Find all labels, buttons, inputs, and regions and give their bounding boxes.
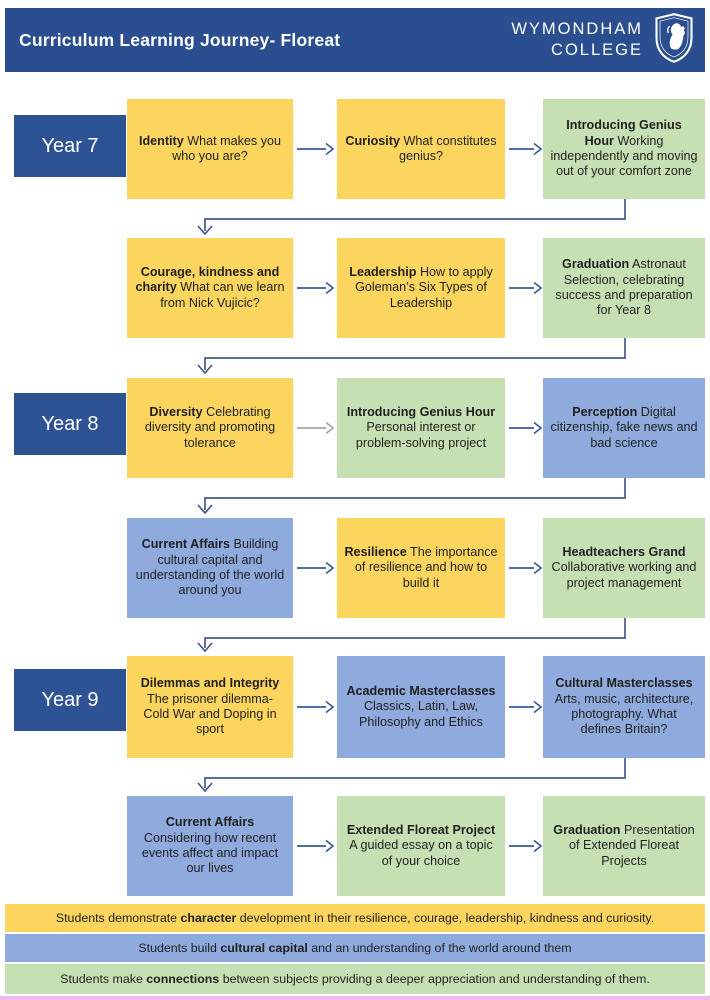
topic-title: Headteachers Grand	[562, 544, 686, 559]
connector-elbow	[197, 199, 626, 236]
topic-title: Current Affairs	[165, 815, 255, 830]
header-bar: Curriculum Learning Journey- Floreat WYM…	[5, 8, 705, 72]
topic-box-extended-floreat: Extended Floreat Project A guided essay …	[337, 796, 505, 896]
arrow-right-icon	[297, 700, 335, 714]
topic-body: Collaborative working and project manage…	[551, 560, 697, 590]
arrow-right-icon	[297, 839, 335, 853]
page-title: Curriculum Learning Journey- Floreat	[19, 29, 341, 50]
topic-title: Perception	[572, 404, 638, 419]
topic-box-curiosity: Curiosity What constitutes genius?	[337, 99, 505, 199]
connector-elbow	[197, 618, 626, 653]
college-crest-icon	[653, 12, 695, 69]
topic-title: Graduation	[553, 822, 621, 837]
school-name: WYMONDHAM COLLEGE	[511, 19, 643, 60]
topic-body: Digital citizenship, fake news and bad s…	[550, 404, 698, 450]
topic-body: Classics, Latin, Law, Philosophy and Eth…	[359, 699, 483, 729]
topic-box-genius-hour-y7: Introducing Genius Hour Working independ…	[543, 99, 705, 199]
topic-box-academic-masterclasses: Academic Masterclasses Classics, Latin, …	[337, 656, 505, 758]
arrow-right-icon	[509, 700, 543, 714]
topic-box-resilience: Resilience The importance of resilience …	[337, 518, 505, 618]
bottom-divider	[0, 996, 710, 1000]
topic-box-diversity: Diversity Celebrating diversity and prom…	[127, 378, 293, 478]
header-branding: WYMONDHAM COLLEGE	[511, 8, 695, 72]
topic-box-perception: Perception Digital citizenship, fake new…	[543, 378, 705, 478]
topic-box-genius-hour-y8: Introducing Genius Hour Personal interes…	[337, 378, 505, 478]
topic-box-identity: Identity What makes you who you are?	[127, 99, 293, 199]
year-8-label: Year 8	[14, 393, 126, 455]
topic-title: Current Affairs	[141, 537, 231, 552]
statement-keyword: cultural capital	[220, 941, 308, 955]
topic-body: Astronaut Selection, celebrating success…	[555, 257, 693, 318]
school-name-line1: WYMONDHAM	[511, 20, 643, 39]
arrow-right-icon	[297, 561, 335, 575]
topic-box-cultural-masterclasses: Cultural Masterclasses Arts, music, arch…	[543, 656, 705, 758]
arrow-right-icon	[509, 281, 543, 295]
connector-elbow	[197, 758, 626, 793]
topic-title: Identity	[138, 133, 184, 148]
topic-body: Presentation of Extended Floreat Project…	[569, 822, 695, 868]
statement-keyword: connections	[146, 972, 220, 986]
topic-box-headteachers-grand: Headteachers Grand Collaborative working…	[543, 518, 705, 618]
statement-text: development in their resilience, courage…	[236, 911, 655, 925]
topic-title: Resilience	[344, 544, 407, 559]
footer-connections-statement: Students make connections between subjec…	[5, 964, 705, 994]
topic-body: How to apply Goleman’s Six Types of Lead…	[355, 264, 493, 310]
topic-title: Diversity	[149, 404, 203, 419]
topic-title: Leadership	[349, 264, 417, 279]
topic-title: Graduation	[562, 257, 630, 272]
year-9-label: Year 9	[14, 669, 126, 731]
topic-title: Cultural Masterclasses	[555, 676, 693, 691]
topic-title: Academic Masterclasses	[346, 683, 496, 698]
topic-body: A guided essay on a topic of your choice	[349, 838, 493, 868]
topic-body: Considering how recent events affect and…	[141, 830, 279, 876]
arrow-right-icon	[297, 142, 335, 156]
topic-title: Courage, kindness and charity	[135, 264, 280, 295]
statement-text: between subjects providing a deeper appr…	[219, 972, 650, 986]
topic-title: Introducing Genius Hour	[346, 404, 496, 419]
statement-text: and an understanding of the world around…	[307, 941, 572, 955]
topic-body: What can we learn from Nick Vujicic?	[160, 280, 285, 310]
topic-body: Celebrating diversity and promoting tole…	[144, 404, 276, 450]
topic-body: The prisoner dilemma- Cold War and Dopin…	[143, 691, 277, 737]
topic-box-graduation-y7: Graduation Astronaut Selection, celebrat…	[543, 238, 705, 338]
statement-keyword: character	[180, 911, 237, 925]
school-name-line2: COLLEGE	[551, 41, 643, 59]
topic-body: Arts, music, architecture, photography. …	[554, 691, 694, 737]
topic-box-courage: Courage, kindness and charity What can w…	[127, 238, 293, 338]
statement-text: Students demonstrate	[55, 911, 181, 925]
topic-title: Introducing Genius Hour	[566, 118, 682, 148]
connector-elbow	[197, 338, 626, 375]
connector-elbow	[197, 478, 626, 515]
topic-box-leadership: Leadership How to apply Goleman’s Six Ty…	[337, 238, 505, 338]
arrow-right-icon	[509, 142, 543, 156]
topic-body: Personal interest or problem-solving pro…	[355, 420, 487, 450]
year-7-label: Year 7	[14, 115, 126, 177]
topic-box-current-affairs-y9: Current Affairs Considering how recent e…	[127, 796, 293, 896]
footer-cultural-capital-statement: Students build cultural capital and an u…	[5, 934, 705, 962]
topic-title: Dilemmas and Integrity	[140, 676, 280, 691]
topic-title: Curiosity	[345, 133, 400, 148]
arrow-right-icon	[509, 421, 543, 435]
arrow-right-icon	[509, 561, 543, 575]
arrow-right-icon	[297, 421, 335, 435]
statement-text: Students build	[138, 941, 221, 955]
arrow-right-icon	[297, 281, 335, 295]
topic-box-dilemmas: Dilemmas and Integrity The prisoner dile…	[127, 656, 293, 758]
topic-body: What makes you who you are?	[172, 133, 282, 163]
topic-body: The importance of resilience and how to …	[354, 544, 498, 590]
arrow-right-icon	[509, 839, 543, 853]
topic-body: Working independently and moving out of …	[550, 133, 698, 179]
topic-box-graduation-y9: Graduation Presentation of Extended Flor…	[543, 796, 705, 896]
topic-title: Extended Floreat Project	[346, 822, 496, 837]
topic-body: What constitutes genius?	[398, 133, 497, 163]
topic-box-current-affairs-y8: Current Affairs Building cultural capita…	[127, 518, 293, 618]
topic-body: Building cultural capital and understand…	[135, 537, 285, 598]
footer-character-statement: Students demonstrate character developme…	[5, 904, 705, 932]
statement-text: Students make	[60, 972, 147, 986]
